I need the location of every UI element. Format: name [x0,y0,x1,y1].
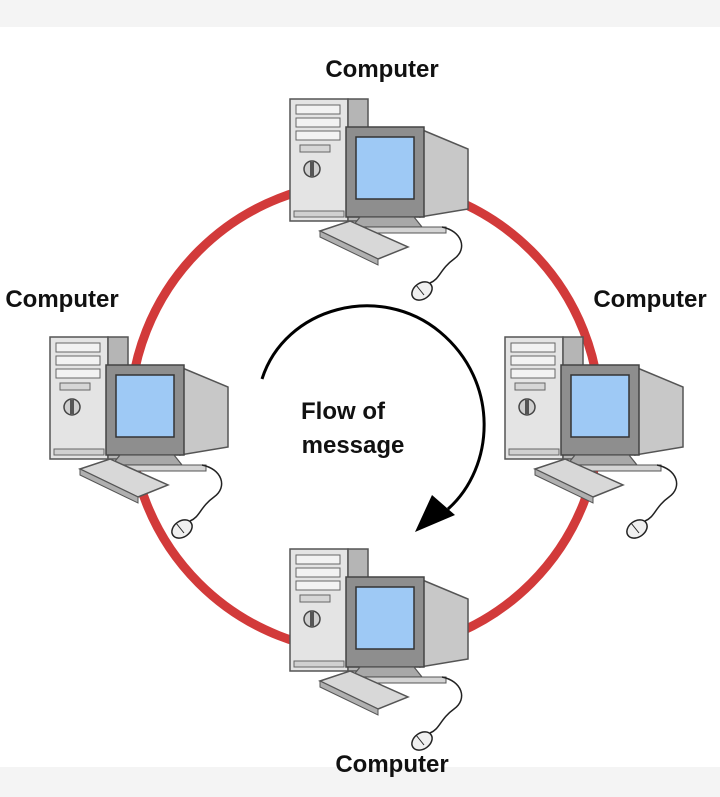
computer-label-bottom: Computer [335,751,448,778]
computer-icon [289,548,469,755]
computer-label-right: Computer [593,286,706,313]
ring-network-diagram: Flow of message Computer Computer Comput… [5,56,706,778]
computer-label-left: Computer [5,286,118,313]
computer-label-top: Computer [325,56,438,83]
diagram-frame: Flow of message Computer Computer Comput… [0,27,720,778]
computer-icon [289,98,469,305]
flow-label-line1: Flow of [301,398,386,425]
flow-arrow [260,304,486,511]
arrow-head-icon [415,495,455,532]
computer-icon [504,336,684,543]
computer-icon [49,336,229,543]
flow-label-line2: message [302,432,405,459]
